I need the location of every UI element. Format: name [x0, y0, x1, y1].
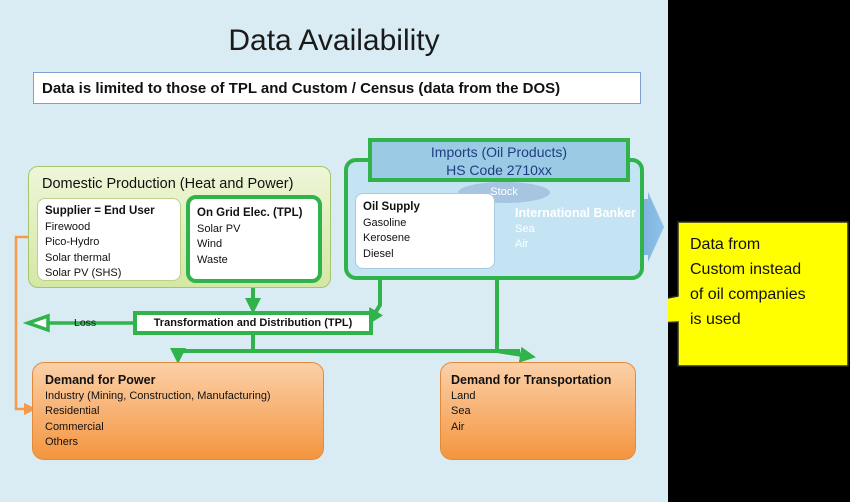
banker-list: International Banker Sea Air — [515, 206, 636, 253]
imports-header — [368, 138, 630, 182]
callout-line: of oil companies — [690, 286, 806, 303]
subtitle-box: Data is limited to those of TPL and Cust… — [33, 72, 641, 104]
supplier-list: Supplier = End User Firewood Pico-Hydro … — [45, 204, 155, 282]
demand-transport-item: Sea — [451, 405, 471, 417]
on-grid-item: Waste — [197, 253, 228, 266]
on-grid-list: On Grid Elec. (TPL) Solar PV Wind Waste — [197, 206, 302, 268]
supplier-item: Solar PV (SHS) — [45, 267, 122, 279]
supplier-heading: Supplier = End User — [45, 205, 155, 217]
oil-supply-item: Gasoline — [363, 216, 407, 229]
demand-transport-heading: Demand for Transportation — [451, 373, 612, 387]
supplier-item: Firewood — [45, 220, 91, 233]
callout-shape — [668, 221, 849, 367]
supplier-box — [37, 198, 181, 281]
orange-flow-line — [14, 235, 38, 416]
demand-transport-list: Demand for Transportation Land Sea Air — [451, 373, 611, 435]
on-grid-item: Wind — [197, 238, 223, 250]
arrow-oil-to-transform — [367, 269, 384, 325]
domestic-production-label: Domestic Production (Heat and Power) — [42, 176, 294, 192]
loss-label: Loss — [74, 317, 97, 329]
demand-transport-item: Air — [451, 420, 465, 433]
supplier-item: Pico-Hydro — [45, 236, 100, 248]
banker-item: Air — [515, 238, 529, 250]
oil-supply-item: Diesel — [363, 247, 394, 260]
on-grid-box — [186, 195, 322, 283]
banker-item: Sea — [515, 222, 535, 235]
demand-power-item: Residential — [45, 405, 100, 417]
callout-line: is used — [690, 311, 741, 328]
on-grid-item: Solar PV — [197, 222, 241, 235]
callout-text: Data from Custom instead of oil companie… — [690, 232, 838, 332]
demand-power-heading: Demand for Power — [45, 373, 156, 387]
transformation-box: Transformation and Distribution (TPL) — [133, 311, 373, 335]
oil-supply-list: Oil Supply Gasoline Kerosene Diesel — [363, 200, 420, 262]
supplier-item: Solar thermal — [45, 251, 111, 264]
oil-supply-box — [355, 193, 495, 269]
imports-title-line1: Imports (Oil Products) — [430, 144, 568, 160]
demand-power-item: Industry (Mining, Construction, Manufact… — [45, 389, 271, 402]
on-grid-heading: On Grid Elec. (TPL) — [197, 207, 303, 219]
oil-supply-heading: Oil Supply — [363, 201, 420, 213]
demand-power-box — [32, 362, 324, 460]
loss-arrow — [22, 313, 133, 333]
slide: Data Availability Data is limited to tho… — [0, 0, 668, 502]
demand-transport-box — [440, 362, 636, 460]
oil-supply-item: Kerosene — [363, 232, 411, 244]
callout-line: Data from — [690, 236, 761, 253]
demand-power-list: Demand for Power Industry (Mining, Const… — [45, 373, 271, 451]
demand-power-item: Others — [45, 436, 79, 448]
imports-title: Imports (Oil Products) HS Code 2710xx — [368, 143, 630, 179]
page-title: Data Availability — [228, 24, 440, 57]
callout-line: Custom instead — [690, 261, 802, 278]
demand-power-item: Commercial — [45, 420, 104, 433]
banker-heading: International Banker — [515, 206, 636, 220]
imports-title-line2: HS Code 2710xx — [446, 162, 552, 178]
arrow-to-demand-transport — [496, 346, 536, 363]
demand-transport-item: Land — [451, 389, 476, 402]
